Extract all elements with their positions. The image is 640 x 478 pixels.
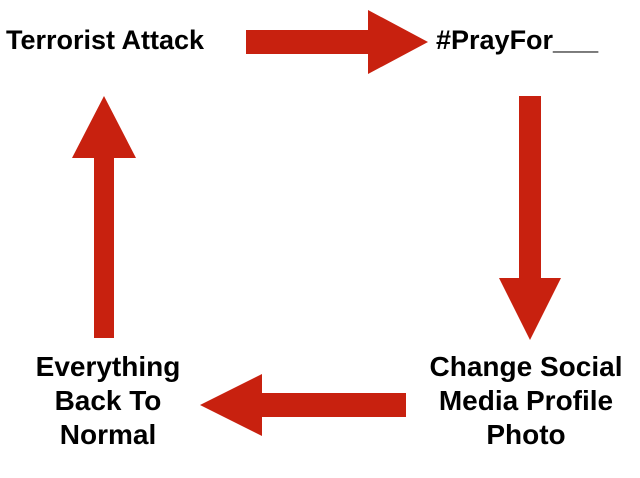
node-change-profile-photo: Change Social Media Profile Photo <box>412 350 640 452</box>
arrow-profile-photo-to-normal <box>200 374 406 436</box>
node-line: Everything <box>35 351 181 382</box>
node-line: Photo <box>486 419 566 451</box>
arrow-attack-to-prayfor <box>246 10 428 74</box>
arrow-normal-to-attack <box>72 96 136 338</box>
node-line: Normal <box>59 419 157 451</box>
node-line: Media Profile <box>438 385 614 417</box>
arrow-prayfor-to-profile-photo <box>499 96 561 340</box>
node-back-to-normal: Everything Back To Normal <box>18 350 198 452</box>
node-prayfor-hashtag: #PrayFor___ <box>436 24 636 57</box>
node-line: #PrayFor___ <box>436 25 599 55</box>
node-line: Terrorist Attack <box>6 25 205 55</box>
node-terrorist-attack: Terrorist Attack <box>6 24 238 57</box>
node-line: Change Social <box>429 351 623 382</box>
node-line: Back To <box>54 385 162 417</box>
